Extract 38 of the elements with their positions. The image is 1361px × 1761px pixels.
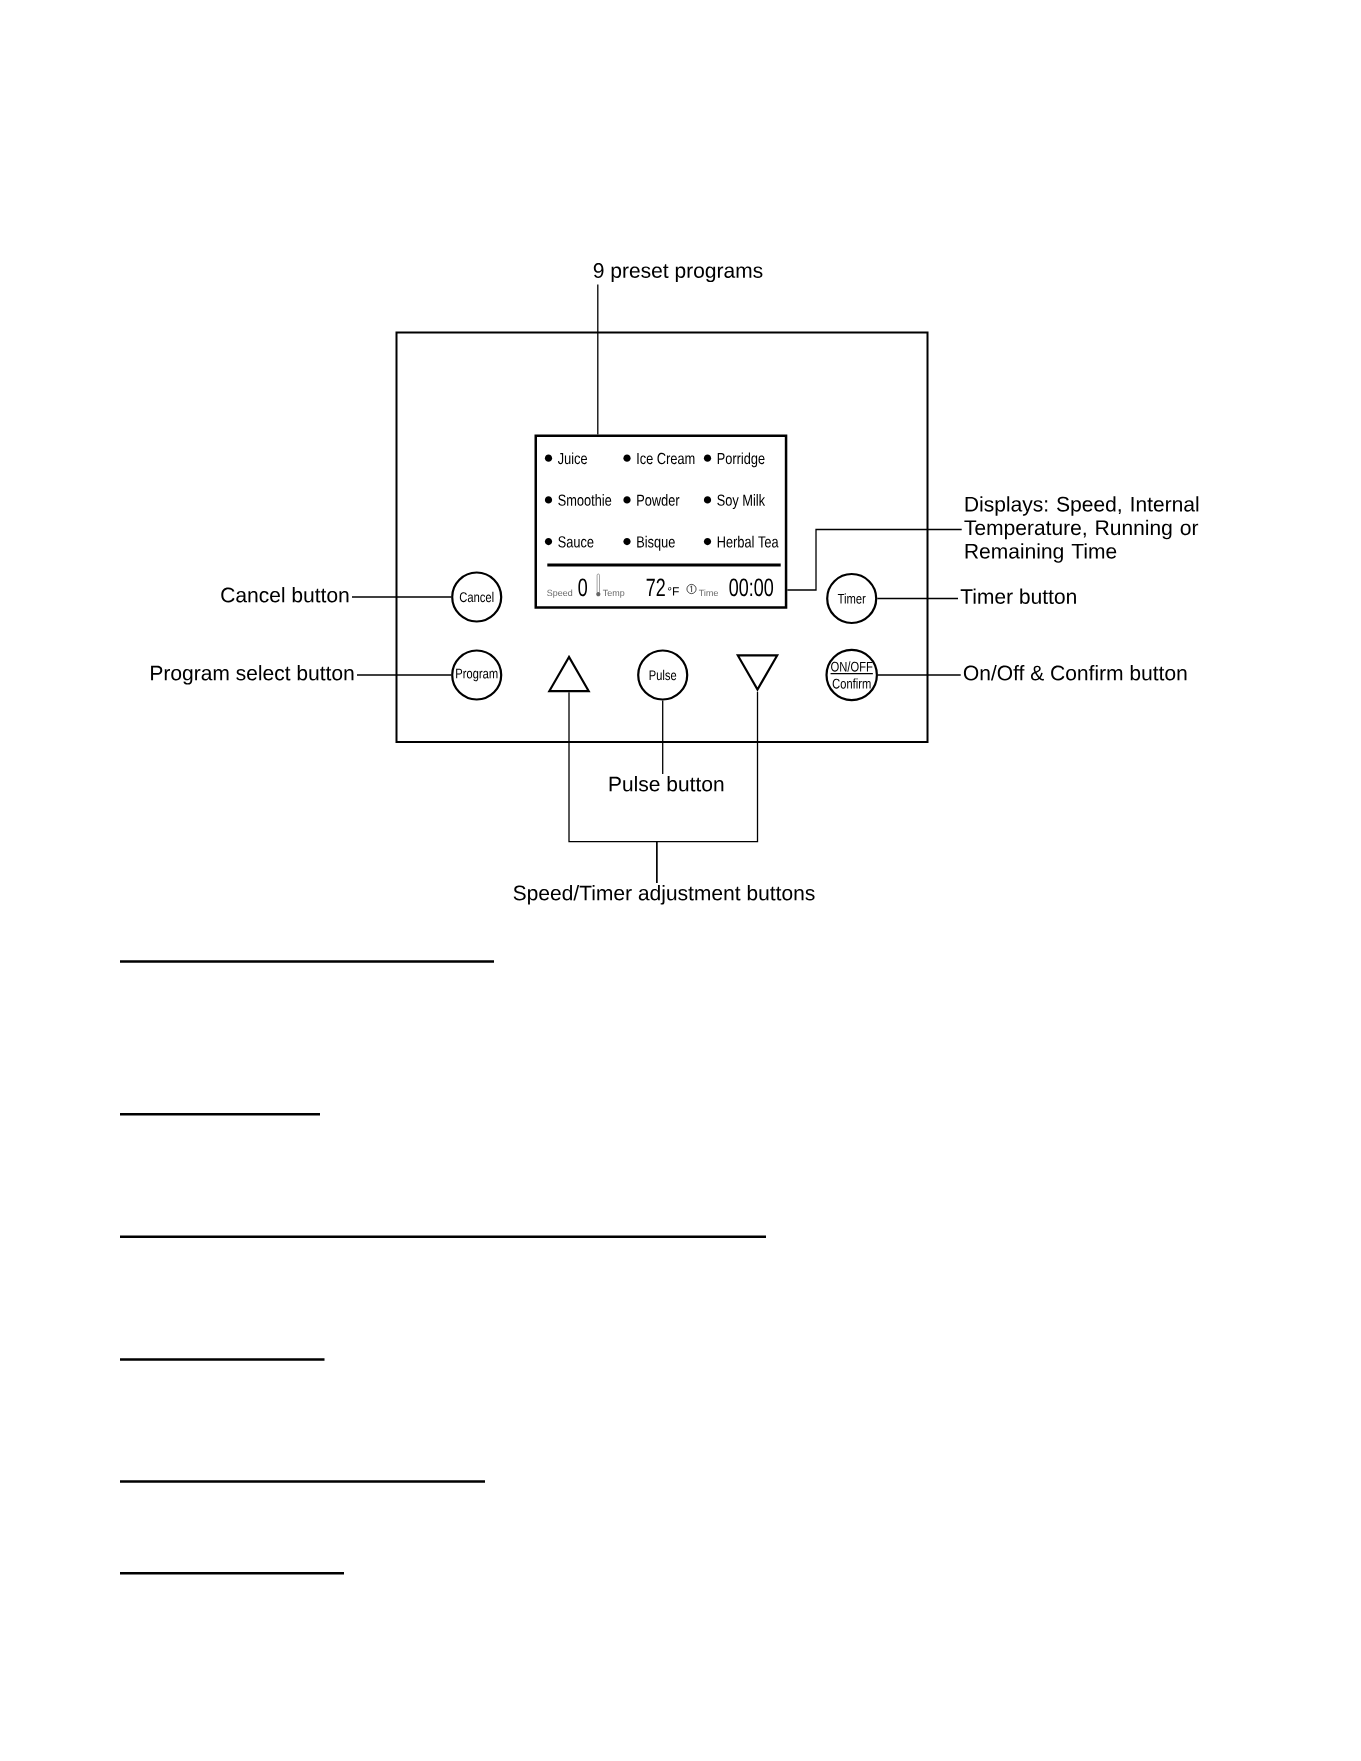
- control-panel: [395, 331, 929, 743]
- callout-label: Displays: Speed, Internal Temperature, Running or Remaining Time: [964, 496, 1199, 563]
- leader-line: [876, 597, 959, 600]
- callout-label: Program select button: [151, 665, 354, 685]
- program-name: Bisque: [637, 535, 675, 551]
- leader-line: [656, 691, 759, 884]
- callout-label: Timer button: [960, 588, 1076, 604]
- program-name: Porridge: [717, 452, 765, 468]
- callout-label: On/Off & Confirm button: [963, 665, 1187, 681]
- round-button: Timer: [826, 572, 878, 625]
- round-button: ON/OFF Confirm: [825, 648, 878, 702]
- program-name: Juice: [557, 452, 587, 465]
- program-name: Ice Cream: [637, 452, 695, 465]
- readout-label: Speed: [547, 589, 573, 598]
- leader-line: [662, 699, 664, 775]
- callout-label: Speed/Timer adjustment buttons: [513, 885, 815, 905]
- round-button: Program: [451, 649, 503, 701]
- callout-label: Pulse button: [609, 776, 724, 792]
- program-name: Soy Milk: [717, 494, 766, 510]
- digit-readout: 00:00: [729, 578, 774, 597]
- program-name: Powder: [637, 494, 680, 506]
- digit-readout: 0: [578, 578, 587, 597]
- round-button: Cancel: [451, 571, 503, 623]
- program-name: Herbal Tea: [717, 535, 779, 548]
- leader-line: [597, 283, 599, 436]
- callout-label: 9 preset programs: [593, 263, 763, 283]
- readout-label: Temp: [602, 589, 625, 598]
- leader-line: [351, 596, 452, 598]
- program-name: Smoothie: [558, 494, 612, 506]
- leader-line: [356, 674, 452, 676]
- readout-label: Time: [698, 589, 718, 597]
- leader-line: [786, 528, 963, 591]
- callout-label: Cancel button: [221, 587, 349, 603]
- round-button: Pulse: [637, 649, 689, 701]
- program-name: Sauce: [558, 536, 594, 548]
- unit-label: °F: [667, 587, 679, 596]
- digit-readout: 72: [646, 578, 665, 596]
- leader-line: [877, 674, 962, 676]
